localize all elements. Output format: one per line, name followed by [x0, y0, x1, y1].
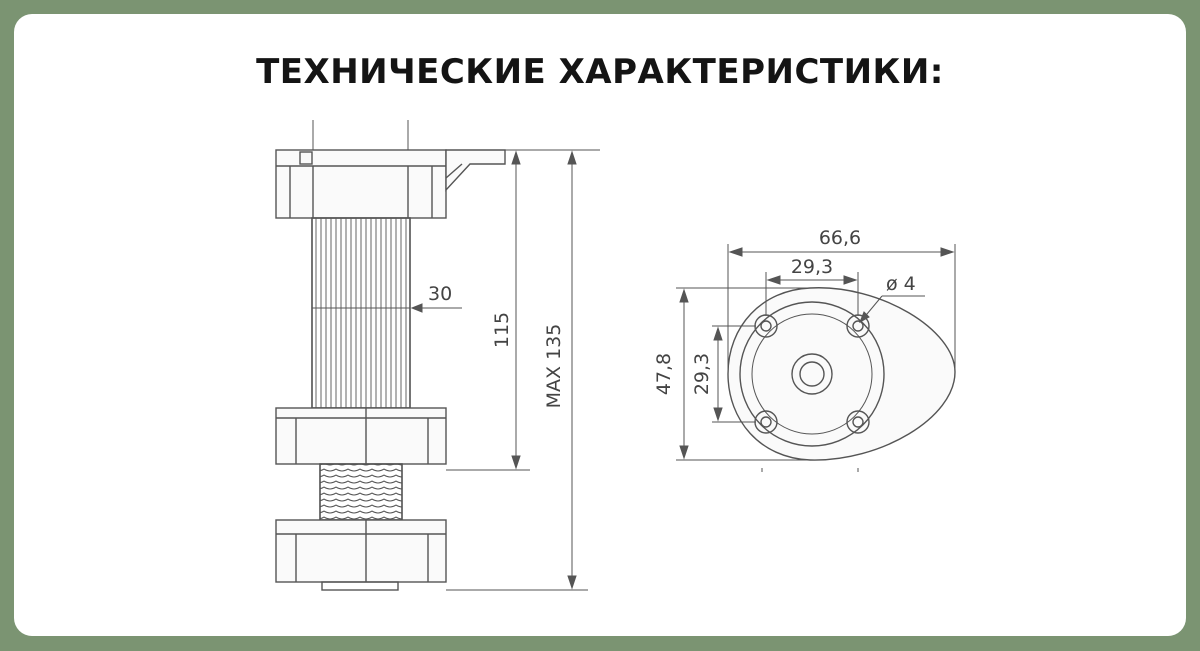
- label-diameter: 30: [428, 283, 452, 305]
- label-overall-depth: 47,8: [653, 353, 675, 395]
- dimension-hole-spacing-x: [765, 272, 859, 316]
- dimension-hole-spacing-y: [712, 325, 756, 423]
- top-plate: [275, 149, 506, 219]
- dimension-diameter: [410, 303, 462, 313]
- base-outline: [727, 287, 956, 461]
- base-foot: [275, 519, 447, 591]
- ribbed-body: [311, 217, 411, 409]
- page-title: ТЕХНИЧЕСКИЕ ХАРАКТЕРИСТИКИ:: [256, 52, 944, 92]
- lower-nut: [275, 407, 447, 465]
- threaded-shaft: [319, 463, 403, 521]
- label-body-height: 115: [491, 312, 513, 348]
- label-hole-diameter: ø 4: [886, 273, 916, 295]
- dimension-max-height: [446, 150, 588, 591]
- dimension-overall-depth: [676, 287, 810, 461]
- center-boss: [791, 353, 833, 395]
- inner-disc: [739, 301, 885, 447]
- label-hole-spacing-y: 29,3: [691, 353, 713, 395]
- label-max-height: MAX 135: [543, 324, 565, 409]
- top-view: [676, 244, 956, 472]
- dimension-body-height: [446, 149, 600, 471]
- center-hole: [799, 361, 825, 387]
- technical-drawing: 30 115 MAX 135: [275, 120, 956, 591]
- inner-ring: [751, 313, 873, 435]
- dimension-hole-diameter: [859, 295, 925, 324]
- spec-card: ТЕХНИЧЕСКИЕ ХАРАКТЕРИСТИКИ:: [14, 14, 1186, 636]
- side-view: [275, 120, 600, 591]
- label-overall-width: 66,6: [819, 227, 861, 249]
- label-hole-spacing-x: 29,3: [791, 256, 833, 278]
- dimension-overall-width: [727, 244, 956, 372]
